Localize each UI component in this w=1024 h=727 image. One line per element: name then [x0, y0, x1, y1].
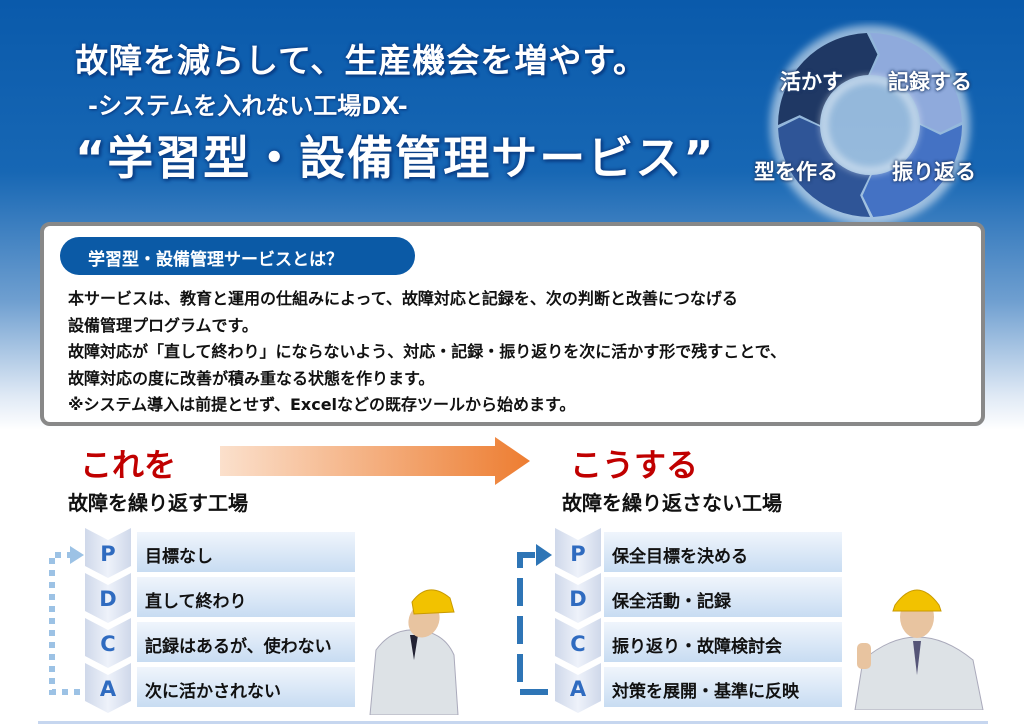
loop-arrow-icon: [517, 544, 552, 695]
troubled-worker-illustration: [369, 589, 459, 715]
segment-standardize: [778, 117, 870, 217]
transition-arrow-icon: [220, 437, 530, 485]
cycle-label-utilize: 活かす: [780, 70, 843, 94]
pdca-item: 振り返り・故障検討会: [604, 622, 842, 662]
pdca-letter-d: D: [85, 573, 131, 623]
pdca-letter-a: A: [85, 663, 131, 713]
cycle-ring: [770, 25, 970, 225]
about-description: 本サービスは、教育と運用の仕組みによって、故障対応と記録を、次の判断と改善につな…: [68, 286, 786, 419]
pdca-item: 記録はあるが、使わない: [137, 622, 355, 662]
about-heading: 学習型・設備管理サービスとは？: [60, 237, 415, 275]
pdca-letter-d: D: [555, 573, 601, 623]
pdca-letter-a: A: [555, 663, 601, 713]
desc-line: ※システム導入は前提とせず、Excelなどの既存ツールから始めます。: [68, 395, 576, 414]
service-name: “学習型・設備管理サービス”: [75, 131, 716, 185]
divider: [38, 721, 988, 724]
segment-record: [870, 33, 962, 133]
before-label: これを: [80, 446, 177, 484]
desc-line: 本サービスは、教育と運用の仕組みによって、故障対応と記録を、次の判断と改善につな…: [68, 289, 738, 308]
pdca-item: 次に活かされない: [137, 667, 355, 707]
pdca-item: 保全目標を決める: [604, 532, 842, 572]
confident-worker-illustration: [854, 589, 984, 710]
pdca-item: 対策を展開・基準に反映: [604, 667, 842, 707]
pdca-letter-c: C: [85, 618, 131, 668]
pdca-item: 直して終わり: [137, 577, 355, 617]
after-label: こうする: [570, 446, 699, 484]
pdca-letter-p: P: [555, 528, 601, 578]
pdca-letter-c: C: [555, 618, 601, 668]
segment-utilize: [778, 33, 878, 125]
before-subtitle: 故障を繰り返す工場: [68, 491, 248, 515]
subtitle: -システムを入れない工場DX-: [88, 92, 408, 120]
pdca-letter-p: P: [85, 528, 131, 578]
cycle-label-standardize: 型を作る: [754, 160, 838, 184]
segment-review: [862, 125, 962, 217]
desc-line: 故障対応が「直して終わり」にならないよう、対応・記録・振り返りを次に活かす形で残…: [68, 342, 787, 361]
after-subtitle: 故障を繰り返さない工場: [562, 491, 782, 515]
cycle-label-review: 振り返る: [892, 160, 976, 184]
cycle-label-record: 記録する: [888, 70, 972, 94]
main-title: 故障を減らして、生産機会を増やす。: [75, 41, 648, 80]
desc-line: 設備管理プログラムです。: [68, 315, 258, 335]
pdca-item: 目標なし: [137, 532, 355, 572]
pdca-item: 保全活動・記録: [604, 577, 842, 617]
dotted-loop-arrow-icon: [49, 546, 84, 695]
desc-line: 故障対応の度に改善が積み重なる状態を作ります。: [68, 368, 435, 388]
